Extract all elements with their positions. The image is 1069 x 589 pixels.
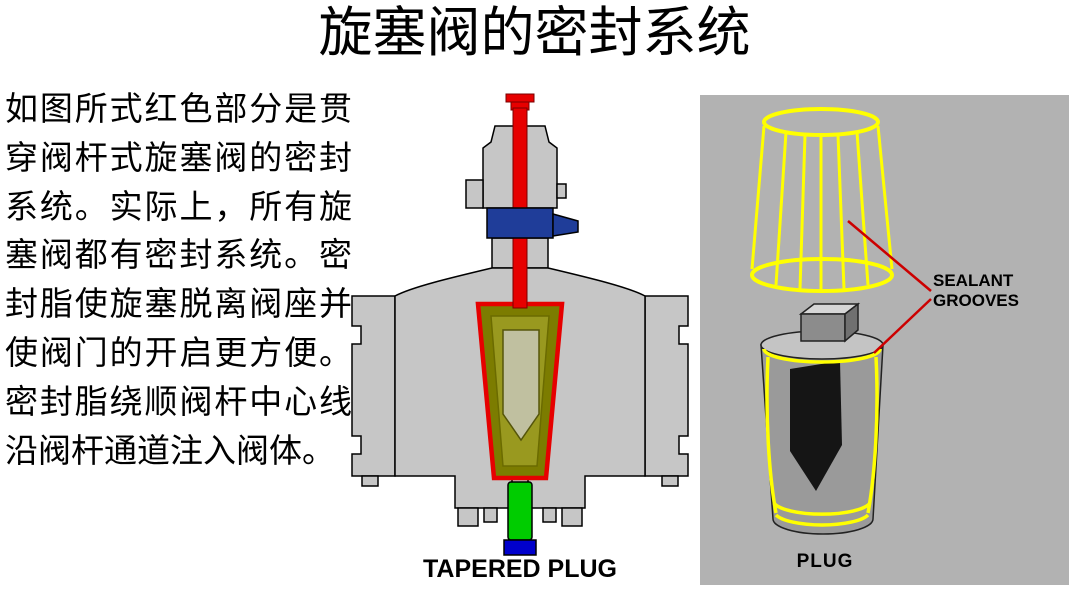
plug-tab-side [844, 302, 859, 343]
valve-body [351, 125, 689, 527]
bolt [361, 475, 379, 487]
plug-port-opening [502, 329, 540, 442]
bolt [483, 507, 498, 523]
right-flange [644, 295, 689, 477]
plug-port-hole [790, 361, 842, 491]
description-text: 如图所式红色部分是贯穿阀杆式旋塞阀的密封系统。实际上，所有旋塞阀都有密封系统。密… [5, 92, 352, 470]
gland-packing [486, 207, 579, 239]
cage-ribs [750, 125, 894, 291]
bolt [561, 507, 583, 527]
plug-label: PLUG [796, 551, 854, 572]
panel-background [700, 95, 1069, 585]
tapered-plug-label: TAPERED PLUG [423, 555, 617, 583]
page-title: 旋塞阀的密封系统 [318, 3, 751, 63]
gland-lever [552, 213, 579, 237]
stem-injector-nut [505, 93, 535, 103]
bolt [542, 507, 557, 523]
valve-cross-section-diagram [351, 93, 689, 556]
sealant-grooves-label: SEALANT GROOVES [933, 271, 1019, 311]
bolt [457, 507, 479, 527]
gland-block [486, 207, 554, 239]
sealant-check-valve [507, 481, 533, 541]
bottom-cap [503, 539, 537, 556]
plug-tab-front [800, 313, 846, 342]
plug-panel-diagram [700, 95, 1069, 585]
bolt [661, 475, 679, 487]
bonnet-right-tab [556, 183, 567, 199]
bonnet-left-tab [465, 179, 484, 209]
left-flange [351, 295, 396, 477]
pointer-lines [847, 220, 932, 354]
sealant-grooves-cage [750, 107, 894, 293]
plug-3d [760, 302, 884, 535]
plug-groove-lines [762, 348, 882, 527]
